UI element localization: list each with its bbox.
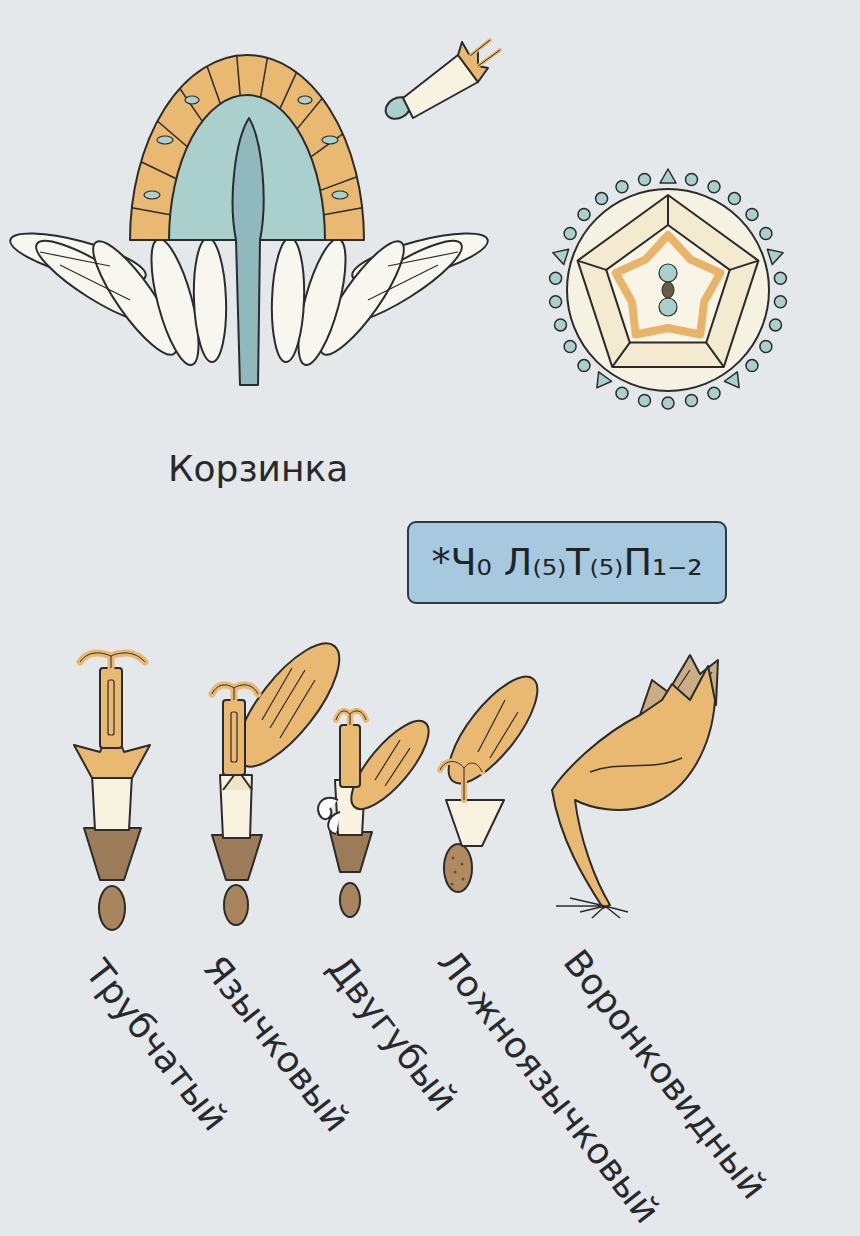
funnel-floret [552, 655, 718, 918]
pseudoligulate-floret [434, 664, 552, 892]
flower-formula: *Ч₀ Л₍₅₎Т₍₅₎П₁₋₂ [431, 540, 702, 586]
figure-label: Корзинка [168, 448, 348, 489]
disc-florets [130, 55, 364, 385]
floral-diagram [550, 169, 787, 409]
formula-box: *Ч₀ Л₍₅₎Т₍₅₎П₁₋₂ [407, 521, 727, 604]
ligulate-floret [212, 629, 356, 925]
tubular-floret [74, 653, 150, 930]
bilabiate-floret [318, 710, 441, 917]
single-floret [382, 40, 500, 123]
floret-type-label: Ложноязычковый [429, 942, 667, 1231]
